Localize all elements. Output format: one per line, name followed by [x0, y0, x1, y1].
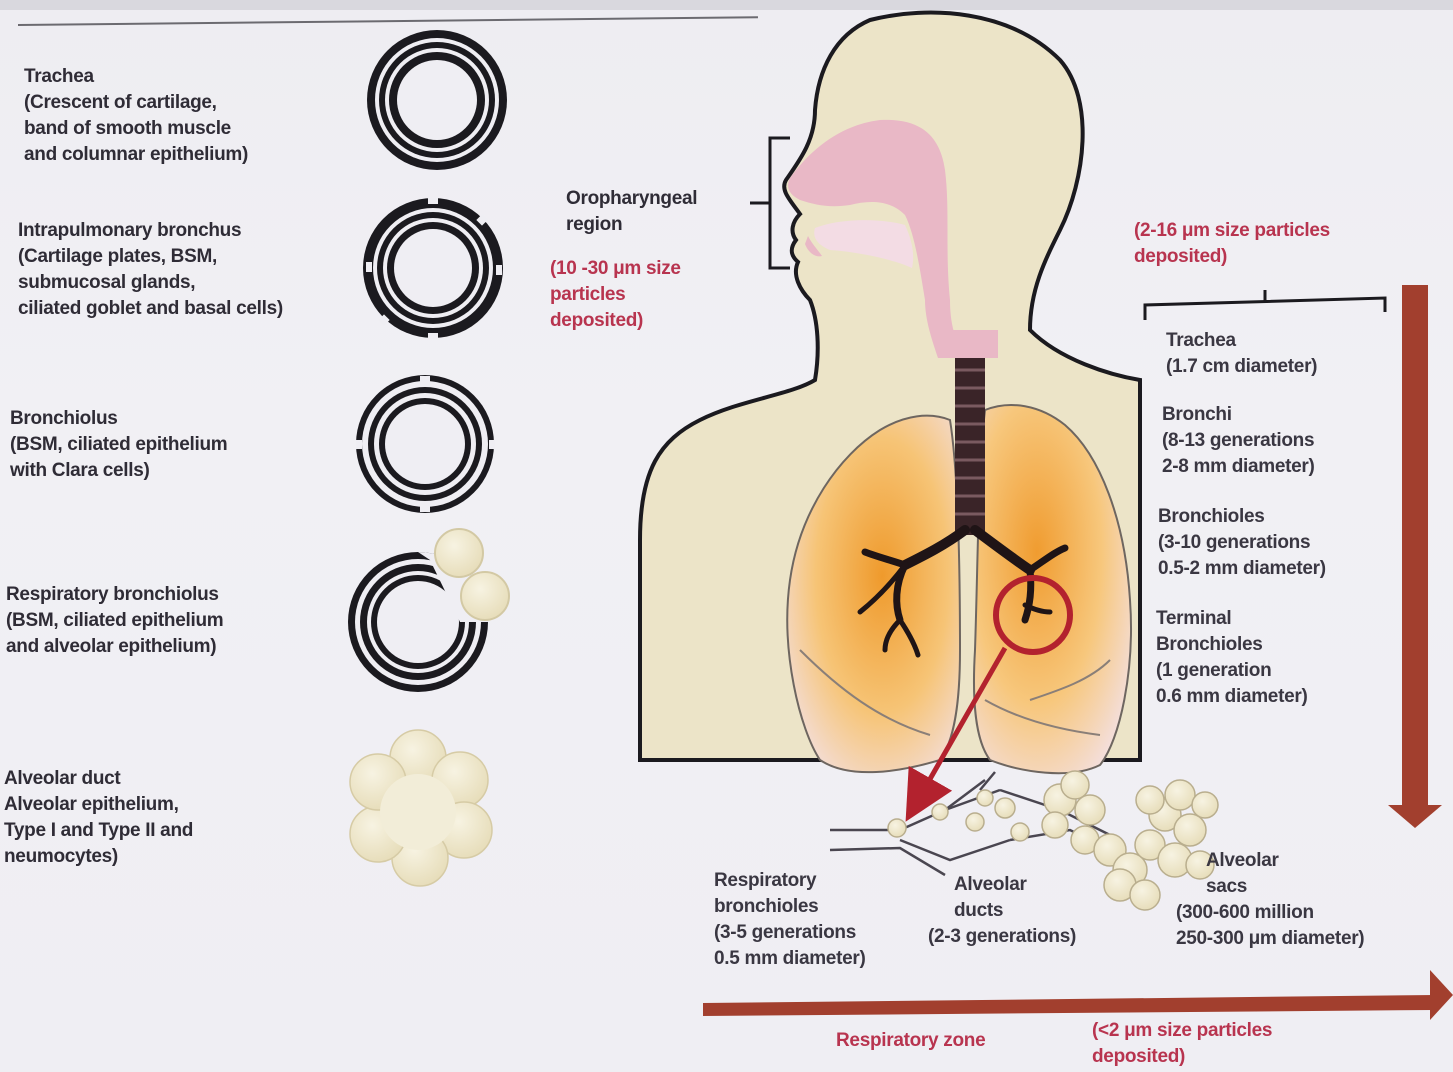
item-title: Terminal [1156, 606, 1308, 632]
label-title: Respiratory bronchiolus [6, 582, 223, 608]
label-alveolar-sacs: Alveolar sacs (300-600 million 250-300 μ… [1176, 848, 1364, 952]
label-title: Trachea [24, 64, 248, 90]
label-line: (Crescent of cartilage, [24, 90, 248, 116]
label-line: Alveolar epithelium, [4, 792, 193, 818]
label-trachea-section: Trachea (Crescent of cartilage, band of … [24, 64, 248, 168]
deposit-line: (<2 μm size particles [1092, 1018, 1272, 1044]
item-title: Trachea [1166, 328, 1317, 354]
conducting-bracket [1145, 290, 1385, 320]
label-bronchiolus-section: Bronchiolus (BSM, ciliated epithelium wi… [10, 406, 227, 484]
respiratory-bronchiolus-ring-icon [348, 529, 509, 692]
label-line: neumocytes) [4, 844, 193, 870]
bronchus-ring-icon [363, 198, 503, 339]
conducting-bronchioles: Bronchioles (3-10 generations 0.5-2 mm d… [1158, 504, 1326, 582]
label-line: with Clara cells) [10, 458, 227, 484]
conducting-trachea: Trachea (1.7 cm diameter) [1166, 328, 1317, 380]
label-title: Intrapulmonary bronchus [18, 218, 283, 244]
deposit-line: deposited) [1134, 244, 1330, 270]
label-line: Type I and Type II and [4, 818, 193, 844]
label-respiratory-bronchioles: Respiratory bronchioles (3-5 generations… [714, 868, 866, 972]
item-line: (8-13 generations [1162, 428, 1315, 454]
item-line: 2-8 mm diameter) [1162, 454, 1315, 480]
label-alveolar-ducts: Alveolar ducts (2-3 generations) [948, 872, 1076, 950]
conducting-terminal-bronchioles: Terminal Bronchioles (1 generation 0.6 m… [1156, 606, 1308, 710]
bronchiolus-ring-icon [356, 375, 495, 513]
oropharyngeal-title2: region [566, 212, 697, 238]
label-line: sacs [1176, 874, 1364, 900]
trachea-ring-icon [367, 30, 507, 170]
conducting-bronchi: Bronchi (8-13 generations 2-8 mm diamete… [1162, 402, 1315, 480]
label-line: (Cartilage plates, BSM, [18, 244, 283, 270]
deposit-line: (2-16 μm size particles [1134, 218, 1330, 244]
item-title: Bronchioles [1158, 504, 1326, 530]
label-alveolar-duct-section: Alveolar duct Alveolar epithelium, Type … [4, 766, 193, 870]
conducting-deposit: (2-16 μm size particles deposited) [1134, 218, 1330, 270]
oropharyngeal-title: Oropharyngeal [566, 186, 697, 212]
label-resp-bronchiolus-section: Respiratory bronchiolus (BSM, ciliated e… [6, 582, 223, 660]
item-line: (1 generation [1156, 658, 1308, 684]
oropharyngeal-bracket [750, 138, 790, 268]
deposit-line: (10 -30 μm size [550, 256, 681, 282]
alveolar-duct-icon [350, 730, 492, 886]
item-line: (1.7 cm diameter) [1166, 354, 1317, 380]
item-line: (3-10 generations [1158, 530, 1326, 556]
respiratory-zone-arrow [703, 970, 1453, 1020]
label-line: Respiratory [714, 868, 866, 894]
respiratory-zone-label: Respiratory zone [836, 1028, 985, 1054]
label-line: ciliated goblet and basal cells) [18, 296, 283, 322]
item-line: 0.6 mm diameter) [1156, 684, 1308, 710]
item-line: 0.5-2 mm diameter) [1158, 556, 1326, 582]
label-bronchus-section: Intrapulmonary bronchus (Cartilage plate… [18, 218, 283, 322]
respiratory-zone-deposit: (<2 μm size particles deposited) [1092, 1018, 1272, 1070]
label-line: band of smooth muscle [24, 116, 248, 142]
item-title: Bronchi [1162, 402, 1315, 428]
label-line: (BSM, ciliated epithelium [10, 432, 227, 458]
deposit-line: deposited) [1092, 1044, 1272, 1070]
label-line: Alveolar [948, 872, 1076, 898]
label-line: ducts [948, 898, 1076, 924]
label-line: 250-300 μm diameter) [1176, 926, 1364, 952]
label-line: (2-3 generations) [928, 924, 1076, 950]
label-line: (300-600 million [1176, 900, 1364, 926]
label-line: submucosal glands, [18, 270, 283, 296]
label-line: (3-5 generations [714, 920, 866, 946]
label-title: Bronchiolus [10, 406, 227, 432]
oropharyngeal-label: Oropharyngeal region [566, 186, 697, 238]
label-line: and alveolar epithelium) [6, 634, 223, 660]
conducting-zone-arrow [1388, 285, 1442, 828]
deposit-line: particles [550, 282, 681, 308]
label-line: (BSM, ciliated epithelium [6, 608, 223, 634]
deposit-line: deposited) [550, 308, 681, 334]
item-line: Bronchioles [1156, 632, 1308, 658]
label-line: 0.5 mm diameter) [714, 946, 866, 972]
oropharyngeal-deposit: (10 -30 μm size particles deposited) [550, 256, 681, 334]
label-line: and columnar epithelium) [24, 142, 248, 168]
label-line: bronchioles [714, 894, 866, 920]
label-line: Alveolar [1176, 848, 1364, 874]
label-title: Alveolar duct [4, 766, 193, 792]
